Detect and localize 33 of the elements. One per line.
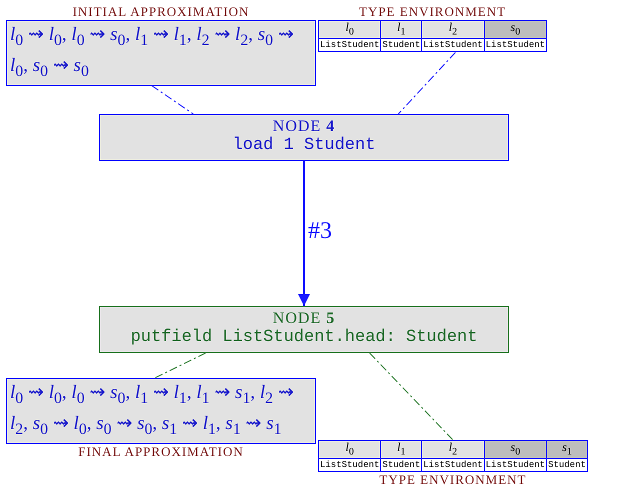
connector-line — [154, 352, 206, 378]
approximation-text: l$_{0}$ ⇝ l$_{0}$, l$_{0}$ ⇝ s$_{0}$, l$_{1}$ ⇝ l$_{1}$, l$_{1}$ ⇝ s$_{1}$, l$_{2}$ ⇝ l$_{2}$, s$_{0}$ ⇝ l$_{0}$, s$_{0}$ ⇝ s$_{0}$, s$_{1}$ ⇝ l$_{1}$, s$_{1}$ ⇝ s$_{1}$ — [10, 381, 295, 440]
connector-line — [398, 52, 456, 114]
column-header: l$_{0}$ — [318, 20, 381, 39]
column-header: s$_{1}$ — [546, 440, 588, 459]
type-cell: Student — [380, 458, 422, 472]
approximation-text: l$_{0}$ ⇝ l$_{0}$, l$_{0}$ ⇝ s$_{0}$, l$_{1}$ ⇝ l$_{1}$, l$_{2}$ ⇝ l$_{2}$, s$_{0}$ ⇝ l$_{0}$, s$_{0}$ ⇝ s$_{0}$ — [10, 23, 295, 82]
instruction-text: putfield ListStudent.head: Student — [130, 328, 478, 347]
type-cell: ListStudent — [484, 458, 547, 472]
type-cell: ListStudent — [318, 458, 381, 472]
type-cell: ListStudent — [422, 458, 484, 472]
type-cell: ListStudent — [422, 38, 484, 52]
type-cell: Student — [546, 458, 588, 472]
panel-heading: INITIAL APPROXIMATION — [72, 4, 250, 20]
column-header: l$_{2}$ — [422, 20, 484, 39]
column-header: l$_{1}$ — [380, 440, 422, 459]
column-header: s$_{0}$ — [484, 20, 547, 39]
connector-line — [369, 352, 454, 440]
column-header: s$_{0}$ — [484, 440, 547, 459]
type-cell: Student — [380, 38, 422, 52]
node-title: NODE 5 — [272, 310, 336, 328]
instruction-text: load 1 Student — [232, 136, 376, 155]
type-cell: ListStudent — [318, 38, 381, 52]
connector-line — [151, 85, 194, 114]
node-title: NODE 4 — [272, 118, 336, 136]
panel-heading: TYPE ENVIRONMENT — [378, 472, 528, 488]
column-header: l$_{0}$ — [318, 440, 381, 459]
panel-heading: TYPE ENVIRONMENT — [358, 4, 508, 20]
column-header: l$_{1}$ — [380, 20, 422, 39]
arrow — [298, 161, 310, 306]
panel-heading: FINAL APPROXIMATION — [77, 444, 245, 460]
type-cell: ListStudent — [484, 38, 547, 52]
column-header: l$_{2}$ — [422, 440, 484, 459]
